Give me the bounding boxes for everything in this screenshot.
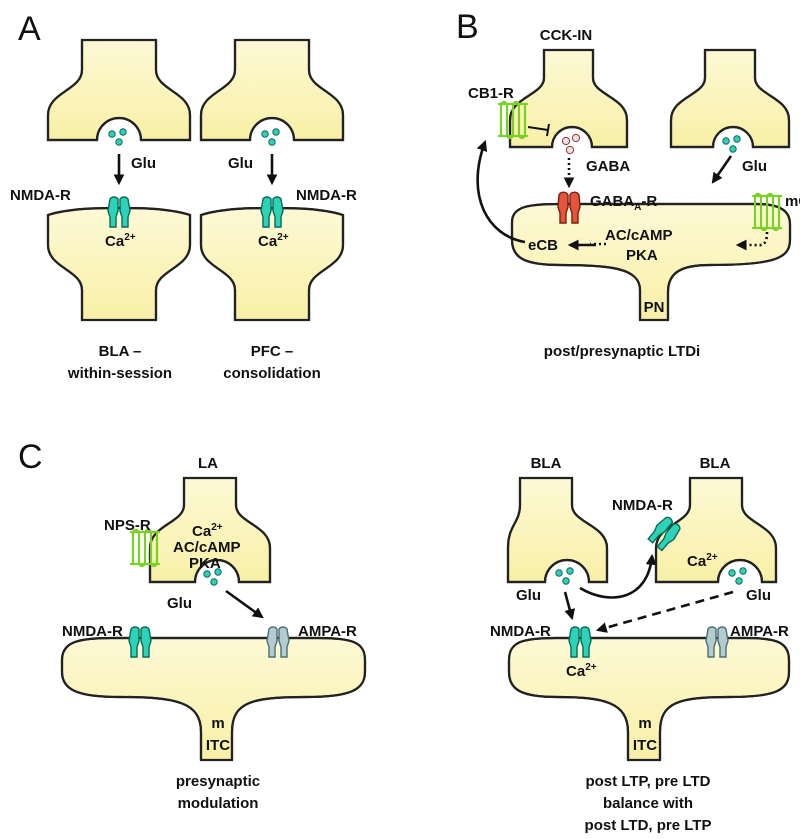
calcium-label: Ca2+	[105, 232, 136, 250]
caption-line1: post LTP, pre LTD	[585, 773, 710, 790]
mglur-label: mGluR	[785, 193, 800, 210]
nmda-label: NMDA-R	[490, 623, 551, 640]
panel-letter-a: A	[18, 10, 41, 48]
ion-text: Ca	[105, 233, 125, 250]
presynaptic-label: LA	[198, 455, 218, 472]
postsynaptic-neuron-itc-right	[507, 636, 791, 762]
calcium-label: Ca2+	[566, 662, 597, 680]
ecb-label: eCB	[528, 237, 558, 254]
ion-sup: 2+	[277, 232, 289, 243]
nmda-label: NMDA-R	[62, 623, 123, 640]
presynaptic-label-left: BLA	[531, 455, 562, 472]
receptor-label: NMDA-R	[10, 187, 71, 204]
caption-line2: within-session	[67, 365, 172, 382]
gaba-label: GABA	[586, 158, 630, 175]
gabaa-label: GABAA-R	[590, 193, 657, 213]
ampa-label: AMPA-R	[730, 623, 789, 640]
postsynaptic-label-line1: m	[211, 715, 224, 732]
panel-letter-c: C	[18, 438, 43, 476]
ion-sup: 2+	[706, 552, 718, 563]
ac-camp-label: AC/cAMP	[605, 227, 673, 244]
caption-b: post/presynaptic LTDi	[544, 343, 700, 360]
glu-arrow	[225, 589, 264, 619]
presynaptic-label: CCK-IN	[540, 27, 593, 44]
glu-arrow	[563, 591, 576, 621]
calcium-label: Ca2+	[192, 522, 223, 540]
caption-line2: balance with	[603, 795, 693, 812]
ion-sup: 2+	[585, 662, 597, 673]
caption-line2: modulation	[178, 795, 259, 812]
glu-arrow	[711, 155, 733, 184]
pka-label: PKA	[626, 247, 658, 264]
ion-text: Ca	[566, 663, 586, 680]
presynaptic-terminal-a-right	[199, 38, 345, 146]
calcium-top-label: Ca2+	[687, 552, 718, 570]
mglur-signal-arrow	[735, 231, 769, 251]
receptor-label: NMDA-R	[296, 187, 357, 204]
glu-left-label: Glu	[516, 587, 541, 604]
postsynaptic-label: PN	[644, 299, 665, 316]
inhibition-tbar	[527, 123, 550, 137]
caption-line1: PFC –	[251, 343, 294, 360]
calcium-label: Ca2+	[258, 232, 289, 250]
glu-label: Glu	[228, 155, 253, 172]
glu-label: Glu	[742, 158, 767, 175]
ecb-retrograde-arrow	[476, 139, 526, 244]
caption-line1: presynaptic	[176, 773, 260, 790]
ampa-label: AMPA-R	[298, 623, 357, 640]
presynaptic-terminal-cck	[508, 48, 629, 155]
postsynaptic-spine-a-left	[46, 206, 192, 322]
gaba-vesicle	[565, 145, 575, 155]
postsynaptic-spine-a-right	[199, 206, 345, 322]
glu-autoreceptor-arrow	[579, 553, 657, 599]
ion-sup: 2+	[124, 232, 136, 243]
presynaptic-terminal-a-left	[46, 38, 192, 146]
presynaptic-terminal-bla-left	[506, 476, 609, 585]
caption-line3: post LTD, pre LTP	[585, 817, 712, 834]
pka-label: PKA	[189, 555, 221, 572]
ac-camp-label: AC/cAMP	[173, 539, 241, 556]
ion-text: Ca	[687, 553, 707, 570]
postsynaptic-label-line2: ITC	[633, 737, 657, 754]
gabaa-main: GABA	[590, 193, 634, 210]
postsynaptic-neuron-itc-left	[60, 636, 367, 762]
ion-text: Ca	[258, 233, 278, 250]
gaba-vesicle	[571, 133, 581, 143]
nps-label: NPS-R	[104, 517, 151, 534]
glu-label: Glu	[167, 595, 192, 612]
gabaa-suffix: -R	[641, 193, 657, 210]
panel-letter-b: B	[456, 8, 479, 46]
presynaptic-terminal-glu	[669, 48, 791, 153]
glu-label: Glu	[131, 155, 156, 172]
caption-line2: consolidation	[223, 365, 321, 382]
gabaa-sub: A	[634, 202, 641, 213]
glu-right-label: Glu	[746, 587, 771, 604]
ion-text: Ca	[192, 523, 212, 540]
gaba-vesicle	[561, 136, 571, 146]
postsynaptic-label-line1: m	[638, 715, 651, 732]
ion-sup: 2+	[211, 522, 223, 533]
caption-line1: BLA –	[99, 343, 142, 360]
postsynaptic-label-line2: ITC	[206, 737, 230, 754]
nmda-top-label: NMDA-R	[612, 497, 673, 514]
presynaptic-label-right: BLA	[700, 455, 731, 472]
glu-spillover-arrow	[595, 590, 734, 633]
cb1-label: CB1-R	[468, 85, 514, 102]
